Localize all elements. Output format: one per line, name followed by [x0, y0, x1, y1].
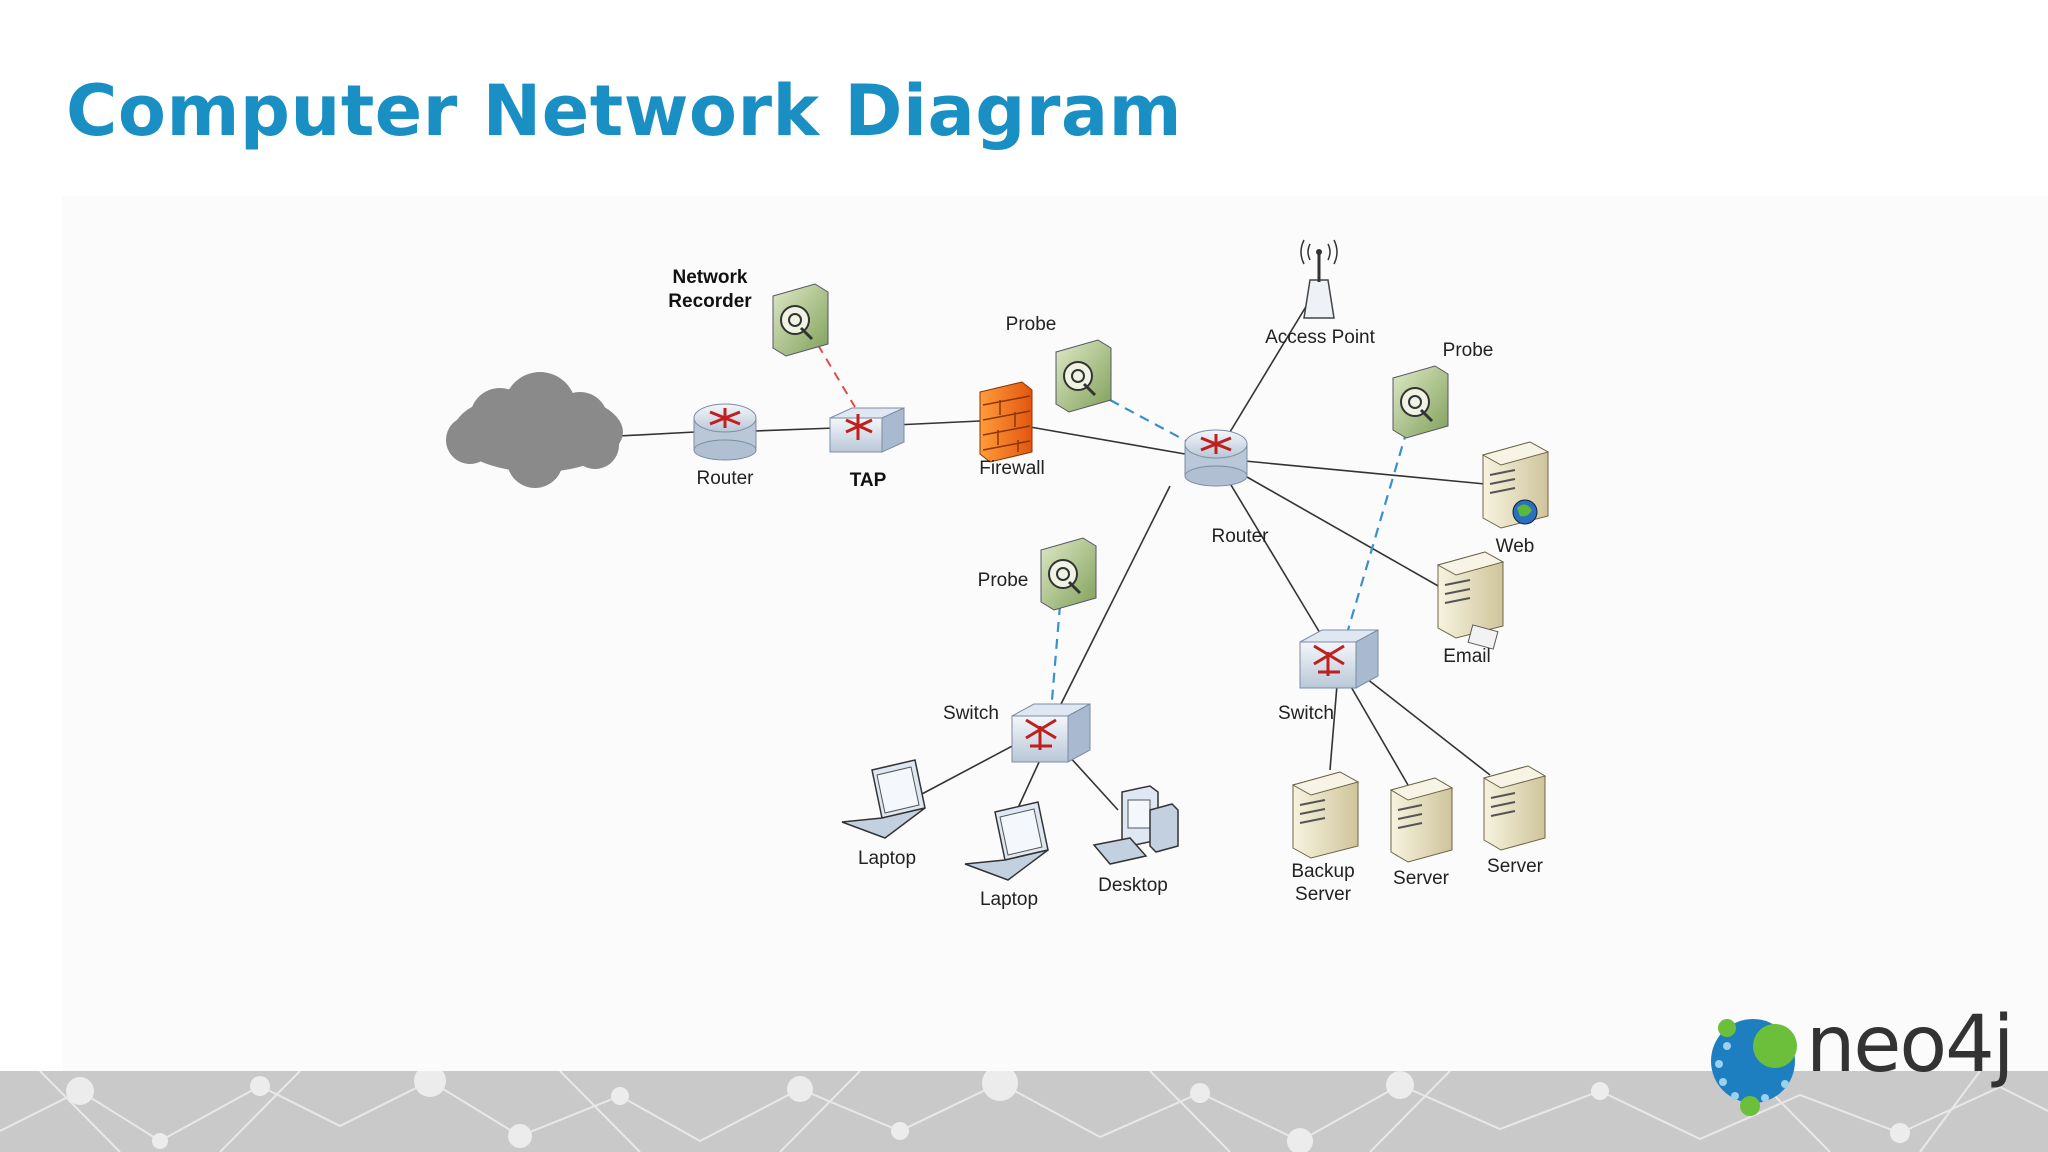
router-core-icon: [1184, 429, 1248, 487]
probe-left-icon: [1040, 537, 1097, 611]
footer-graph-pattern: [0, 1071, 2048, 1152]
neo4j-logo-text: neo4j: [1806, 1000, 2014, 1090]
network-recorder-label-line2: Recorder: [668, 291, 752, 312]
router-core-label: Router: [1211, 526, 1269, 547]
edge-switchleft-desktop: [1067, 754, 1119, 811]
switch-left-label: Switch: [943, 703, 999, 724]
network-recorder-label-line1: Network: [673, 267, 748, 288]
email-server-label: Email: [1443, 646, 1491, 667]
probe-top-label: Probe: [1006, 314, 1057, 335]
edge-router-email: [1239, 472, 1441, 588]
laptop-1-label: Laptop: [858, 848, 916, 869]
server-1-icon: [1389, 777, 1454, 863]
edge-probeleft-switch-dashed: [1050, 604, 1062, 701]
access-point-label: Access Point: [1265, 327, 1376, 348]
edge-router-switchright: [1227, 479, 1321, 634]
edge-proberight-switch-dashed: [1346, 429, 1409, 631]
edge-switchright-backup: [1329, 684, 1338, 771]
laptop-1-icon: [841, 759, 926, 839]
backup-server-label-line1: Backup: [1291, 861, 1354, 882]
switch-right-label: Switch: [1278, 703, 1334, 724]
slide-title: Computer Network Diagram: [66, 70, 1183, 152]
web-server-label: Web: [1496, 536, 1535, 557]
edge-accesspoint-router: [1229, 294, 1314, 433]
switch-left-icon: [1011, 703, 1091, 763]
router-edge-label: Router: [696, 468, 754, 489]
tap-icon: [829, 407, 905, 453]
neo4j-logo-icon: [1711, 1019, 1797, 1116]
server-2-label: Server: [1487, 856, 1544, 877]
diagram-panel: [62, 196, 2048, 1071]
laptop-2-label: Laptop: [980, 889, 1038, 910]
server-2-icon: [1482, 765, 1547, 851]
edge-switchleft-laptop1: [919, 742, 1019, 796]
desktop-label: Desktop: [1098, 875, 1168, 896]
probe-top-icon: [1055, 339, 1112, 413]
router-edge-icon: [693, 403, 757, 461]
internet-cloud-icon: [446, 372, 623, 488]
probe-left-label: Probe: [978, 570, 1029, 591]
server-1-label: Server: [1393, 868, 1450, 889]
edge-probetop-router-dashed: [1109, 399, 1191, 444]
tap-label: TAP: [850, 470, 887, 491]
desktop-icon: [1092, 785, 1179, 865]
edge-recorder-tap-dashed: [817, 344, 856, 408]
edge-switchright-server1: [1349, 684, 1409, 786]
web-server-icon: [1481, 441, 1550, 529]
switch-right-icon: [1299, 629, 1379, 689]
backup-server-icon: [1291, 771, 1360, 859]
firewall-label: Firewall: [979, 458, 1044, 479]
edge-router-web: [1244, 460, 1486, 485]
access-point-icon: [1300, 239, 1338, 319]
edge-router-tap: [754, 427, 836, 432]
probe-right-label: Probe: [1443, 340, 1494, 361]
email-server-icon: [1436, 551, 1505, 650]
firewall-icon: [979, 381, 1033, 463]
laptop-2-icon: [964, 801, 1049, 881]
edge-firewall-router: [1029, 426, 1186, 455]
network-recorder-icon: [772, 283, 829, 357]
edge-router-switchleft: [1059, 485, 1171, 707]
footer-band: [0, 1071, 2048, 1152]
backup-server-label-line2: Server: [1295, 884, 1352, 905]
edge-switchleft-laptop2: [1016, 759, 1041, 811]
probe-right-icon: [1392, 365, 1449, 439]
edge-switchright-server2: [1361, 674, 1491, 776]
edge-tap-firewall: [894, 420, 981, 426]
